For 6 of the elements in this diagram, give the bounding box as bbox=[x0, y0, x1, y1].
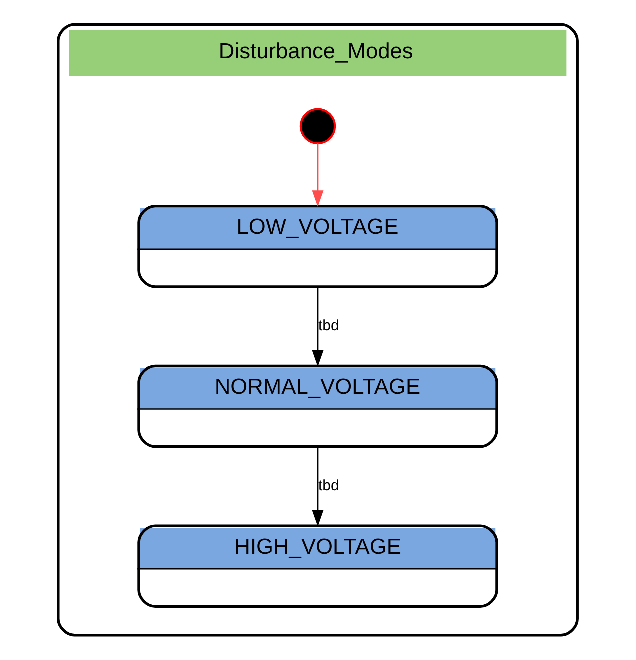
edge-label: tbd bbox=[318, 477, 340, 494]
arrow bbox=[312, 288, 324, 367]
arrow bbox=[312, 144, 324, 208]
edge-label: tbd bbox=[318, 317, 340, 334]
arrow bbox=[312, 448, 324, 527]
node-circle bbox=[300, 108, 336, 145]
